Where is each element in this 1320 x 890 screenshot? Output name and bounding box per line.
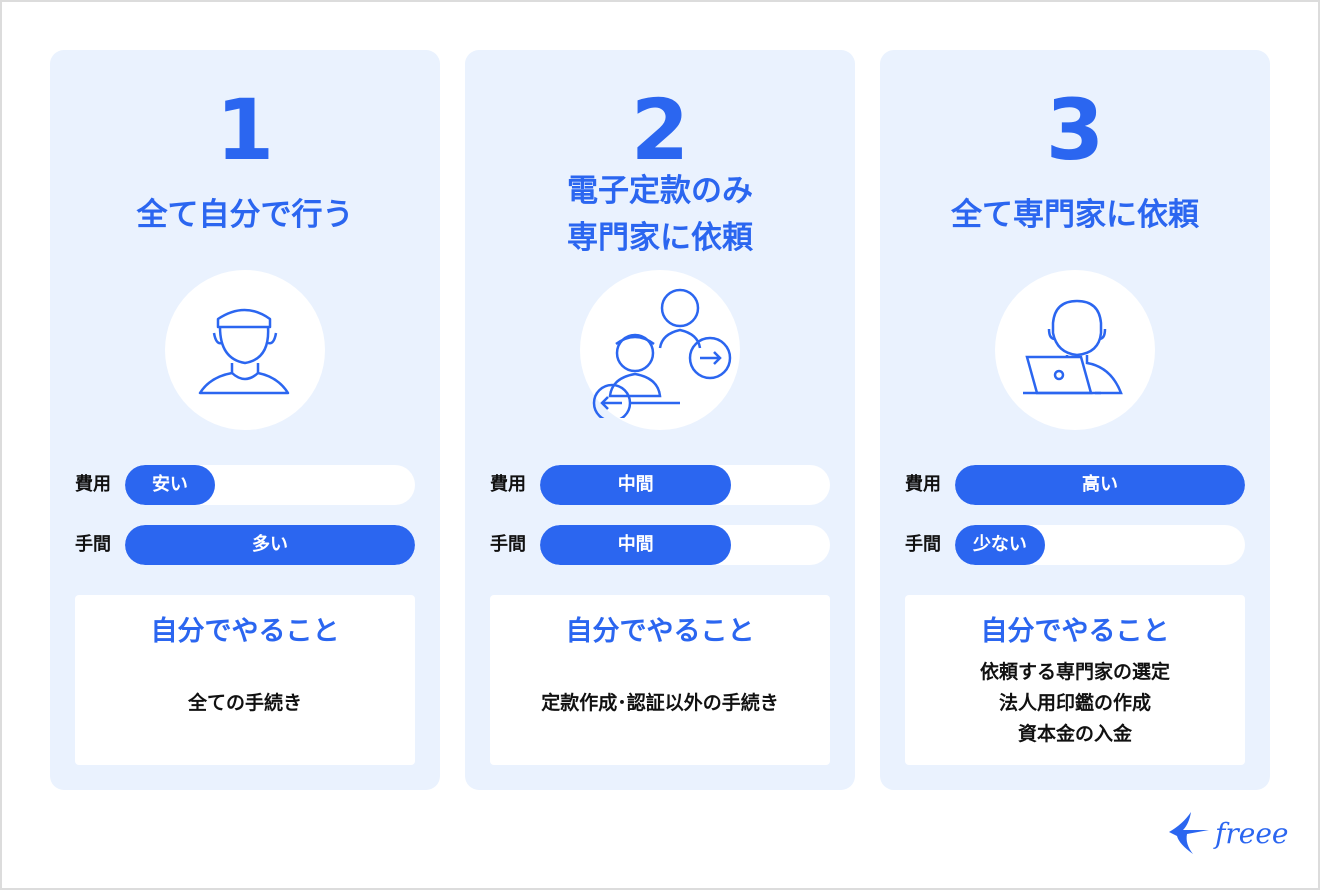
card-title-line: 全て自分で行う	[136, 196, 354, 233]
todo-heading: 自分でやること	[980, 616, 1170, 647]
effort-bar-row: 手間 多い	[75, 525, 415, 565]
todo-box: 自分でやること 全ての手続き	[75, 595, 415, 765]
cost-bar-row: 費用 高い	[905, 465, 1245, 505]
cost-label: 費用	[75, 474, 111, 495]
effort-track: 少ない	[955, 525, 1245, 565]
cost-track: 高い	[955, 465, 1245, 505]
option-card: 1 全て自分で行う 費用 安い 手間 多い 自分でやること 全ての手続き	[50, 50, 440, 790]
card-number: 2	[630, 81, 690, 179]
card-title-line: 全て専門家に依頼	[951, 196, 1199, 233]
cost-label: 費用	[905, 474, 941, 495]
effort-label: 手間	[75, 534, 111, 555]
effort-fill: 少ない	[955, 525, 1045, 565]
cost-fill: 安い	[125, 465, 215, 505]
cost-track: 中間	[540, 465, 830, 505]
option-card: 3 全て専門家に依頼 費用 高い 手間 少ない 自分でやること 依頼する専門家の…	[880, 50, 1270, 790]
exchange-people-icon	[580, 278, 740, 423]
icon-circle	[580, 270, 740, 430]
todo-heading: 自分でやること	[150, 616, 340, 647]
todo-box: 自分でやること 定款作成･認証以外の手続き	[490, 595, 830, 765]
card-title-line: 専門家に依頼	[567, 220, 753, 256]
card-title: 全て自分で行う	[50, 168, 440, 262]
todo-list: 全ての手続き	[75, 641, 415, 765]
effort-fill: 中間	[540, 525, 732, 565]
effort-label: 手間	[905, 534, 941, 555]
todo-item: 全ての手続き	[187, 691, 302, 714]
icon-circle	[995, 270, 1155, 430]
effort-label: 手間	[490, 534, 526, 555]
card-number: 1	[215, 81, 275, 179]
todo-item: 資本金の入金	[1017, 722, 1132, 745]
effort-bar-row: 手間 少ない	[905, 525, 1245, 565]
effort-fill: 多い	[125, 525, 415, 565]
bird-icon	[1169, 812, 1209, 854]
effort-track: 多い	[125, 525, 415, 565]
todo-item: 定款作成･認証以外の手続き	[541, 691, 779, 714]
todo-list: 定款作成･認証以外の手続き	[490, 641, 830, 765]
cost-bar-row: 費用 中間	[490, 465, 830, 505]
effort-bar-row: 手間 中間	[490, 525, 830, 565]
icon-circle	[165, 270, 325, 430]
cost-track: 安い	[125, 465, 415, 505]
person-cap-icon	[190, 293, 300, 407]
todo-list: 依頼する専門家の選定法人用印鑑の作成資本金の入金	[905, 641, 1245, 765]
todo-box: 自分でやること 依頼する専門家の選定法人用印鑑の作成資本金の入金	[905, 595, 1245, 765]
card-title: 電子定款のみ専門家に依頼	[465, 168, 855, 262]
cost-fill: 中間	[540, 465, 732, 505]
person-laptop-icon	[1015, 293, 1135, 407]
cost-fill: 高い	[955, 465, 1245, 505]
todo-item: 依頼する専門家の選定	[979, 660, 1170, 683]
todo-item: 法人用印鑑の作成	[998, 691, 1151, 714]
todo-heading: 自分でやること	[565, 616, 755, 647]
card-title: 全て専門家に依頼	[880, 168, 1270, 262]
option-card: 2 電子定款のみ専門家に依頼 費用 中間 手間 中間 自分でやること 定款作成･…	[465, 50, 855, 790]
effort-track: 中間	[540, 525, 830, 565]
card-number: 3	[1045, 81, 1105, 179]
cost-bar-row: 費用 安い	[75, 465, 415, 505]
freee-logo: freee	[1165, 810, 1288, 856]
card-title-line: 電子定款のみ	[567, 173, 753, 209]
cost-label: 費用	[490, 474, 526, 495]
